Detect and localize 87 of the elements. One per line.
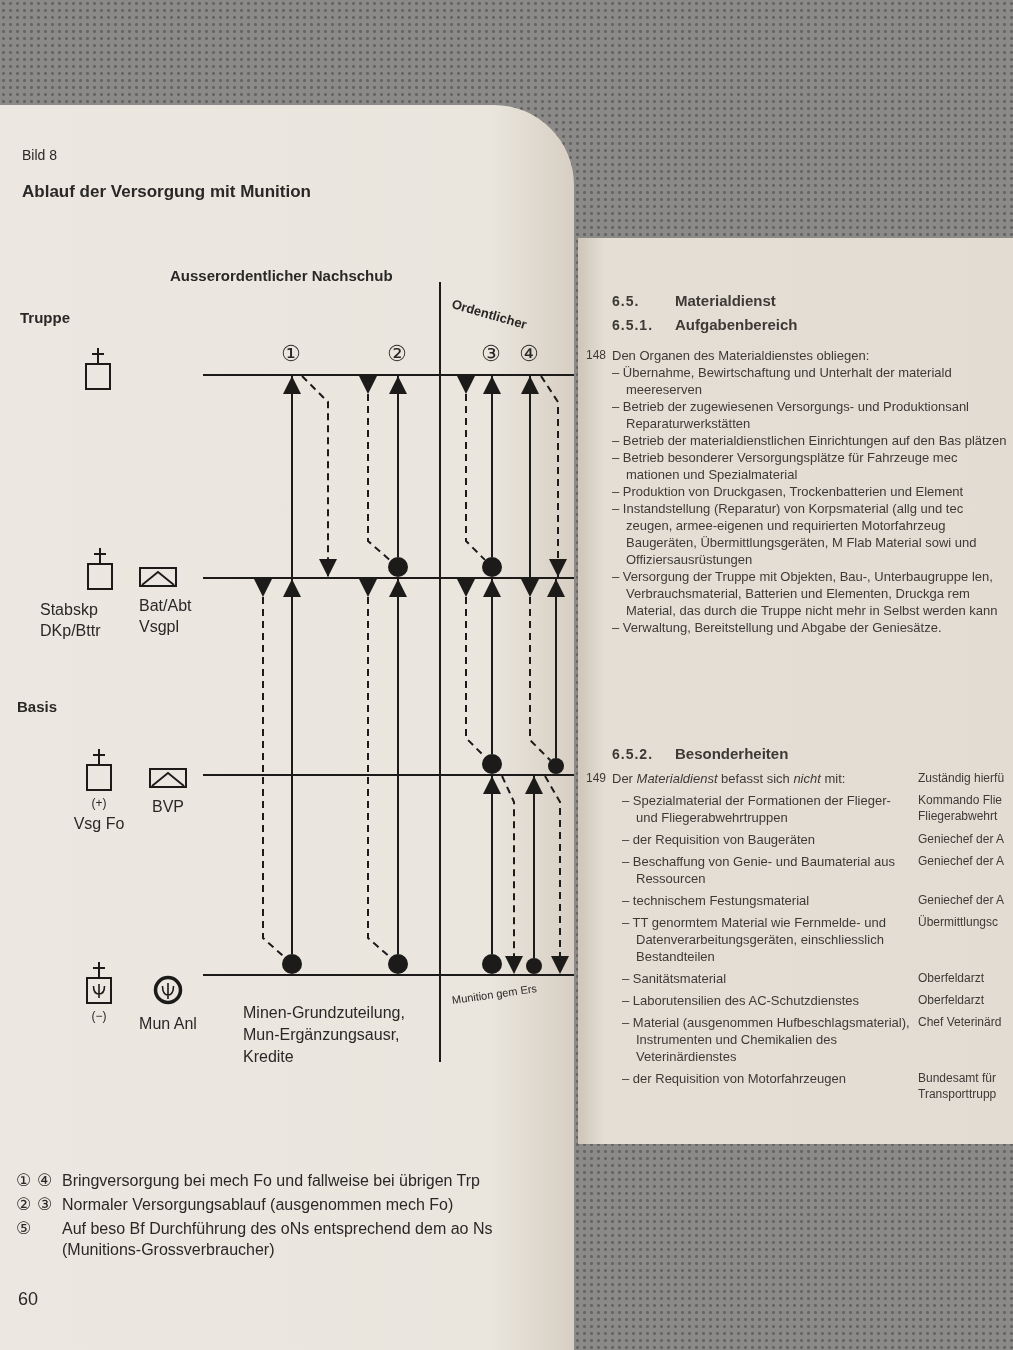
dashed-arrow: [544, 775, 569, 975]
unit-label: BVP: [152, 797, 184, 817]
callout-number: ①: [16, 1169, 32, 1191]
callout-number: ⑤: [16, 1217, 32, 1239]
office-name: Oberfeldarzt: [918, 992, 986, 1009]
list-item: – Laborutensilien des AC-Schutzdienstes: [622, 992, 861, 1009]
list-item: – Versorgung der Truppe mit Objekten, Bau-, Unterbaugruppe len, Verbrauchsmaterial, Batterien und Elementen, Druckga rem Material, das durch die Truppe nicht mehr in Selbst werden kann: [612, 568, 999, 619]
page-number: 60: [18, 1288, 39, 1310]
paragraph-number: 148: [586, 347, 608, 364]
triangle-mark: [457, 579, 475, 597]
column-header: Zuständig hierfü: [918, 770, 1006, 787]
arrow: [483, 375, 501, 558]
dashed-arrow: [501, 775, 523, 975]
list-item: – Betrieb besonderer Versorgungsplätze für Fahrzeuge mec mationen und Spezialmaterial: [612, 449, 959, 483]
section-number: 6.5.: [612, 292, 641, 311]
list-item: – Spezialmaterial der Formationen der Flieger- und Fliegerabwehrtruppen: [622, 792, 892, 826]
note-text: Minen-Grundzuteilung, Mun-Ergänzungsausr, Kredite: [243, 1003, 406, 1067]
list-item: – Sanitätsmaterial: [622, 970, 728, 987]
level-line: [203, 974, 574, 976]
office-name: Chef Veterinärd: [918, 1014, 1003, 1031]
arrow: [483, 578, 501, 755]
legend-text: Normaler Versorgungsablauf (ausgenommen mech Fo): [62, 1195, 454, 1215]
section-number: 6.5.2.: [612, 745, 655, 764]
note-text: Munition gem Ers: [451, 981, 538, 1007]
arrow: [483, 775, 501, 955]
paragraph-number: 149: [586, 770, 608, 787]
section-title: Besonderheiten: [675, 744, 789, 764]
arrow: [389, 375, 407, 558]
triangle-mark: [359, 579, 377, 597]
callout-number: ②: [16, 1193, 32, 1215]
cross-square-icon: [84, 347, 112, 391]
office-name: Kommando Flie Fliegerabwehrt: [918, 792, 1004, 825]
arrow: [389, 578, 407, 955]
list-item: – Übernahme, Bewirtschaftung und Unterhalt der materiald meereserven: [612, 364, 953, 398]
callout-number: ③: [37, 1193, 53, 1215]
office-name: Geniechef der A: [918, 892, 1006, 909]
unit-label: (−): [91, 1009, 107, 1023]
callout-number: ①: [281, 342, 301, 366]
unit-label: Stabskp DKp/Bttr: [40, 600, 102, 641]
callout-number: ④: [37, 1169, 53, 1191]
row-heading: Truppe: [20, 308, 70, 328]
intro-text: Der Materialdienst befasst sich nicht mit:: [612, 770, 847, 787]
list-item: – technischem Festungsmaterial: [622, 892, 811, 909]
legend-text: Auf beso Bf Durchführung des oNs entsprechend dem ao Ns (Munitions-Grossverbraucher): [62, 1219, 494, 1260]
unit-label: Vsg Fo: [73, 814, 125, 834]
section-title: Aufgabenbereich: [675, 315, 798, 335]
figure-title: Ablauf der Versorgung mit Munition: [22, 181, 311, 203]
list-item: – Betrieb der zugewiesenen Versorgungs- und Produktionsanl Reparaturwerkstätten: [612, 398, 970, 432]
callout-number: ④: [519, 342, 539, 366]
triangle-mark: [254, 579, 272, 597]
office-name: Oberfeldarzt: [918, 970, 986, 987]
column-heading: Ausserordentlicher Nachschub: [170, 266, 393, 286]
callout-number: ②: [387, 342, 407, 366]
dashed-arrow: [301, 375, 337, 578]
arrow: [283, 578, 301, 955]
unit-label: (+): [91, 796, 107, 810]
list-item: – Instandstellung (Reparatur) von Korpsmaterial (allg und tec zeugen, armee-eigenen und requirierten Motorfahrzeug Baugeräten, Übermittlungsgeräten, M Flab Material sowi und Offiziersausrüstungen: [612, 500, 978, 568]
arrow: [521, 375, 539, 578]
unit-label: Mun Anl: [139, 1014, 197, 1034]
office-name: Geniechef der A: [918, 831, 1006, 848]
list-item: – Beschaffung von Genie- und Baumaterial aus Ressourcen: [622, 853, 896, 887]
list-item: – Verwaltung, Bereitstellung und Abgabe der Geniesätze.: [612, 619, 943, 636]
legend-text: Bringversorgung bei mech Fo und fallweise bei übrigen Trp: [62, 1171, 480, 1191]
level-line: [203, 774, 574, 776]
arrow: [283, 375, 301, 578]
arrow: [547, 578, 565, 759]
intro-text: Den Organen des Materialdienstes obliegen:: [612, 347, 871, 364]
office-name: Geniechef der A: [918, 853, 1006, 870]
triangle-mark: [521, 579, 539, 597]
list-item: – der Requisition von Baugeräten: [622, 831, 816, 848]
unit-label: Bat/Abt Vsgpl: [139, 596, 193, 637]
dashed-arrow: [540, 375, 567, 578]
row-heading: Basis: [17, 697, 58, 717]
office-name: Bundesamt für Transporttrupp: [918, 1070, 998, 1102]
office-name: Übermittlungsc: [918, 914, 1000, 931]
list-item: – Betrieb der materialdienstlichen Einrichtungen auf den Bas plätzen: [612, 432, 1008, 449]
figure-number: Bild 8: [22, 146, 58, 164]
triangle-mark: [457, 376, 475, 394]
section-number: 6.5.1.: [612, 316, 655, 335]
arrow: [525, 775, 543, 959]
list-item: – TT genormtem Material wie Fernmelde- und Datenverarbeitungsgeräten, einschliesslich Bestandteilen: [622, 914, 887, 965]
triangle-mark: [359, 376, 377, 394]
section-title: Materialdienst: [675, 291, 776, 311]
list-item: – Produktion von Druckgasen, Trockenbatterien und Element: [612, 483, 965, 500]
list-item: – der Requisition von Motorfahrzeugen: [622, 1070, 848, 1088]
callout-number: ③: [481, 342, 501, 366]
list-item: – Material (ausgenommen Hufbeschlagsmaterial), Instrumenten und Chemikalien des Veterinärdienstes: [622, 1014, 911, 1065]
